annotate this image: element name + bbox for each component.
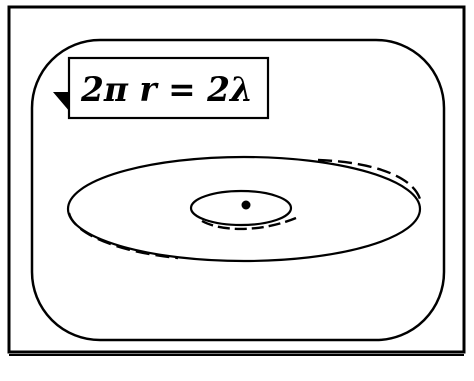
outer-wave-dashed-left: [69, 213, 178, 258]
equation-label: 2π r = 2λ: [80, 70, 253, 110]
nucleus-dot: [242, 201, 251, 210]
inner-orbit: [191, 191, 291, 225]
callout-pointer: [53, 92, 70, 112]
outer-wave-dashed-right: [318, 160, 420, 199]
